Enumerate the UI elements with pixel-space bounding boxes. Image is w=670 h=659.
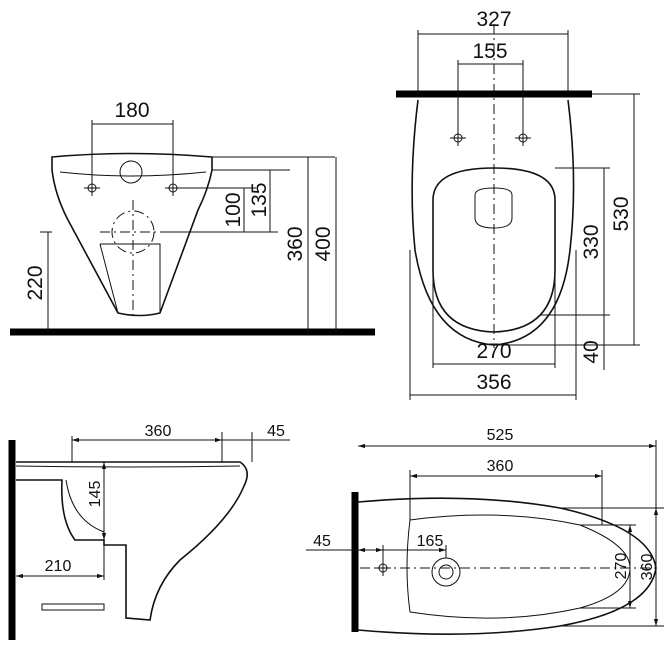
dim-360-plan: 360 — [487, 458, 514, 475]
dim-530: 530 — [610, 196, 633, 231]
plan-fixing-hole — [375, 560, 391, 576]
plan-inner-bowl — [406, 514, 631, 619]
dim-400: 400 — [312, 226, 335, 261]
front-trap-left — [99, 243, 119, 314]
dim-45-side: 45 — [267, 423, 285, 440]
front-fixing-hole-right — [165, 180, 181, 196]
side-trap-curve — [65, 479, 105, 533]
side-view: 360 45 145 210 — [8, 423, 290, 640]
front-fixing-hole-left — [84, 180, 100, 196]
top-bowl-outline — [411, 99, 575, 346]
front-flush-hole — [119, 160, 143, 184]
dim-356: 356 — [476, 371, 511, 394]
dim-165: 165 — [417, 533, 444, 550]
side-rim — [15, 465, 241, 468]
dim-360-side: 360 — [145, 423, 172, 440]
dim-145: 145 — [87, 481, 104, 508]
dim-525: 525 — [487, 427, 514, 444]
dim-327: 327 — [476, 8, 511, 31]
dim-45-plan: 45 — [313, 533, 331, 550]
front-trap — [100, 243, 161, 313]
plan-body-outline — [357, 497, 657, 635]
dim-155: 155 — [472, 40, 507, 63]
top-fixing-hole-left — [450, 130, 466, 146]
front-view: 180 100 135 360 400 220 — [10, 99, 375, 336]
plan-outlet-inner — [438, 564, 454, 580]
dim-270: 270 — [476, 340, 511, 363]
top-fixing-hole-right — [515, 130, 531, 146]
dim-360-plan-vertical: 360 — [639, 554, 656, 581]
side-body-outline — [16, 461, 248, 621]
dim-180: 180 — [114, 99, 149, 122]
dim-360-front: 360 — [284, 226, 307, 261]
plan-outlet-outer — [431, 557, 461, 587]
top-view: 327 155 530 330 40 270 356 — [396, 8, 640, 400]
dim-330: 330 — [580, 224, 603, 259]
side-base-plate — [41, 603, 105, 611]
front-bowl-outline — [51, 152, 213, 317]
front-rim — [59, 171, 207, 177]
dim-40: 40 — [580, 340, 603, 363]
dim-100: 100 — [222, 192, 245, 227]
plan-view: 525 360 45 165 270 360 — [306, 427, 664, 635]
top-flush-opening — [474, 187, 513, 229]
dim-210: 210 — [45, 558, 72, 575]
dim-135: 135 — [248, 182, 271, 217]
dim-220: 220 — [24, 265, 47, 300]
dim-270-plan: 270 — [613, 553, 630, 580]
